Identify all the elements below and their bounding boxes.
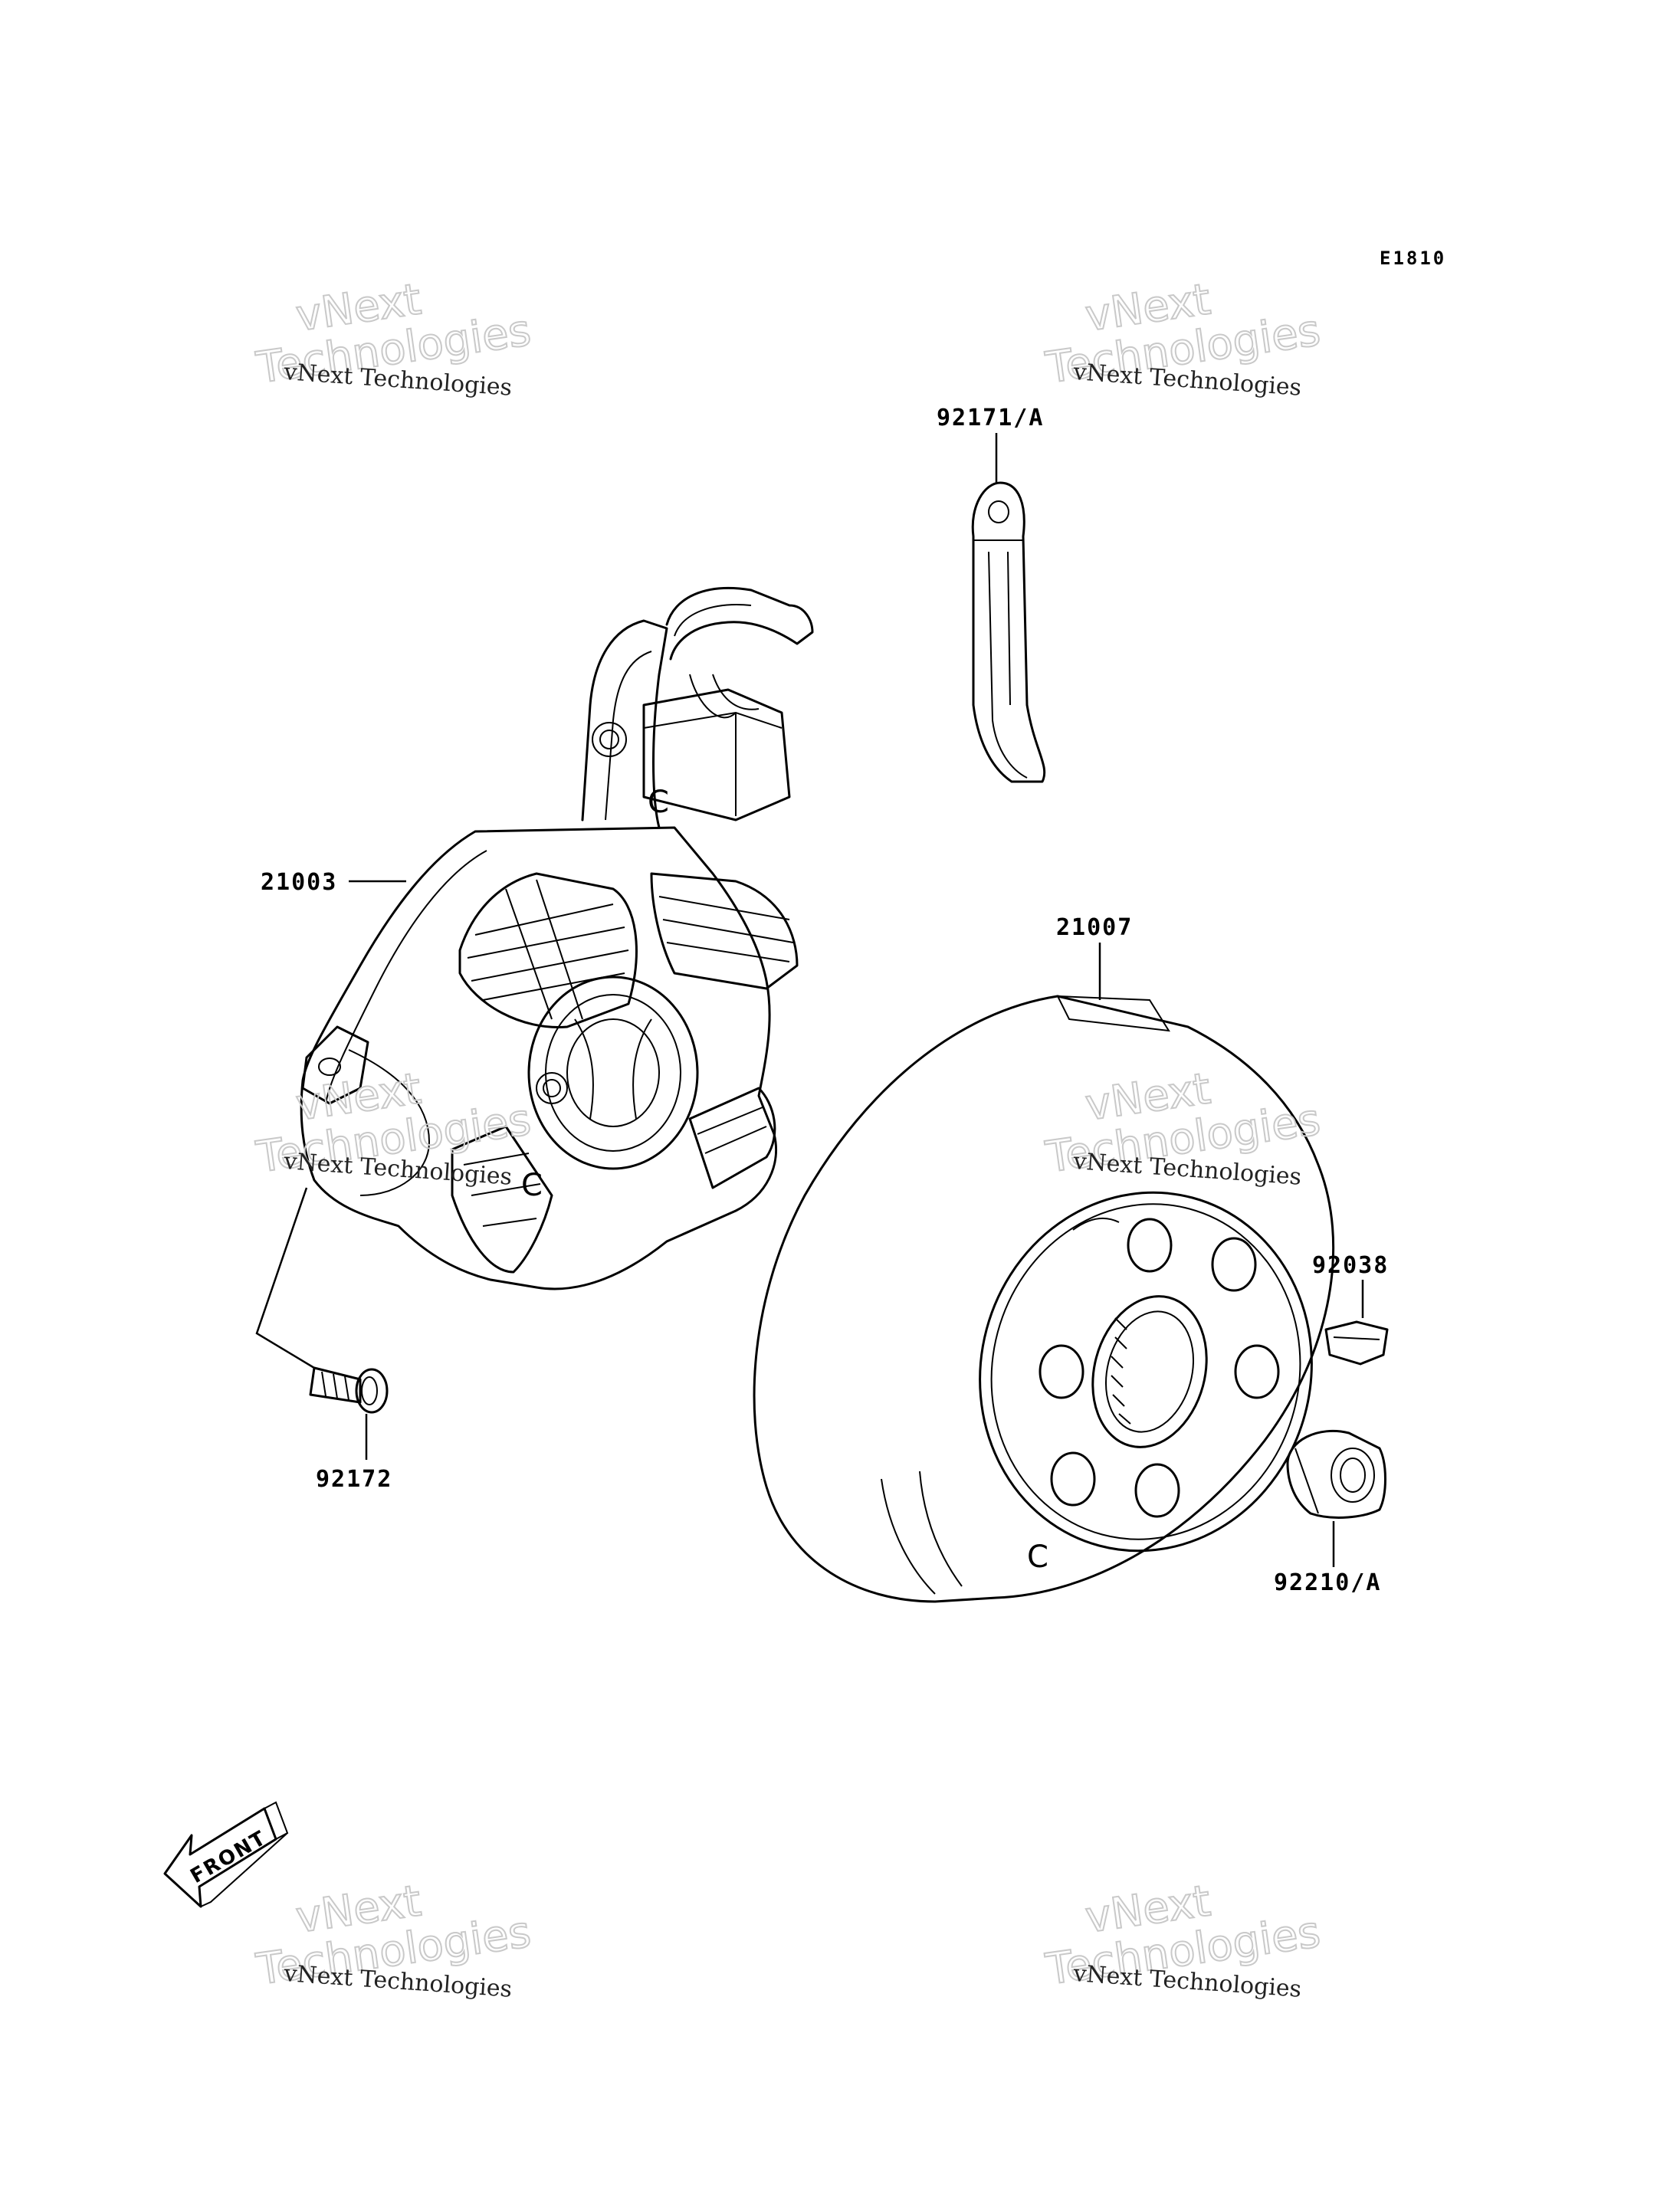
svg-text:C: C: [1027, 1540, 1050, 1575]
stator-coils: [451, 872, 799, 1274]
flywheel-holes: [1039, 1218, 1280, 1518]
part-label-92171a: 92171/A: [937, 405, 1044, 431]
part-label-21003: 21003: [261, 869, 337, 896]
svg-text:C: C: [648, 785, 671, 820]
flywheel-rotor-drawing: C: [753, 995, 1335, 1603]
diagram-code: E1810: [1380, 248, 1446, 269]
front-marker-label: FRONT: [187, 1826, 271, 1888]
front-arrow-icon: FRONT: [163, 1801, 289, 1908]
woodruff-key-drawing: [1324, 1320, 1389, 1366]
part-label-92172: 92172: [316, 1466, 392, 1493]
flange-nut-drawing: [1286, 1429, 1386, 1519]
screw-drawing: [255, 1187, 389, 1414]
part-label-92038: 92038: [1312, 1252, 1389, 1279]
wire-clamp-drawing: [971, 481, 1046, 783]
svg-text:C: C: [521, 1168, 544, 1203]
part-label-21007: 21007: [1056, 914, 1133, 941]
stator-assembly-drawing: C C: [300, 586, 814, 1290]
part-label-92210a: 92210/A: [1274, 1569, 1381, 1596]
